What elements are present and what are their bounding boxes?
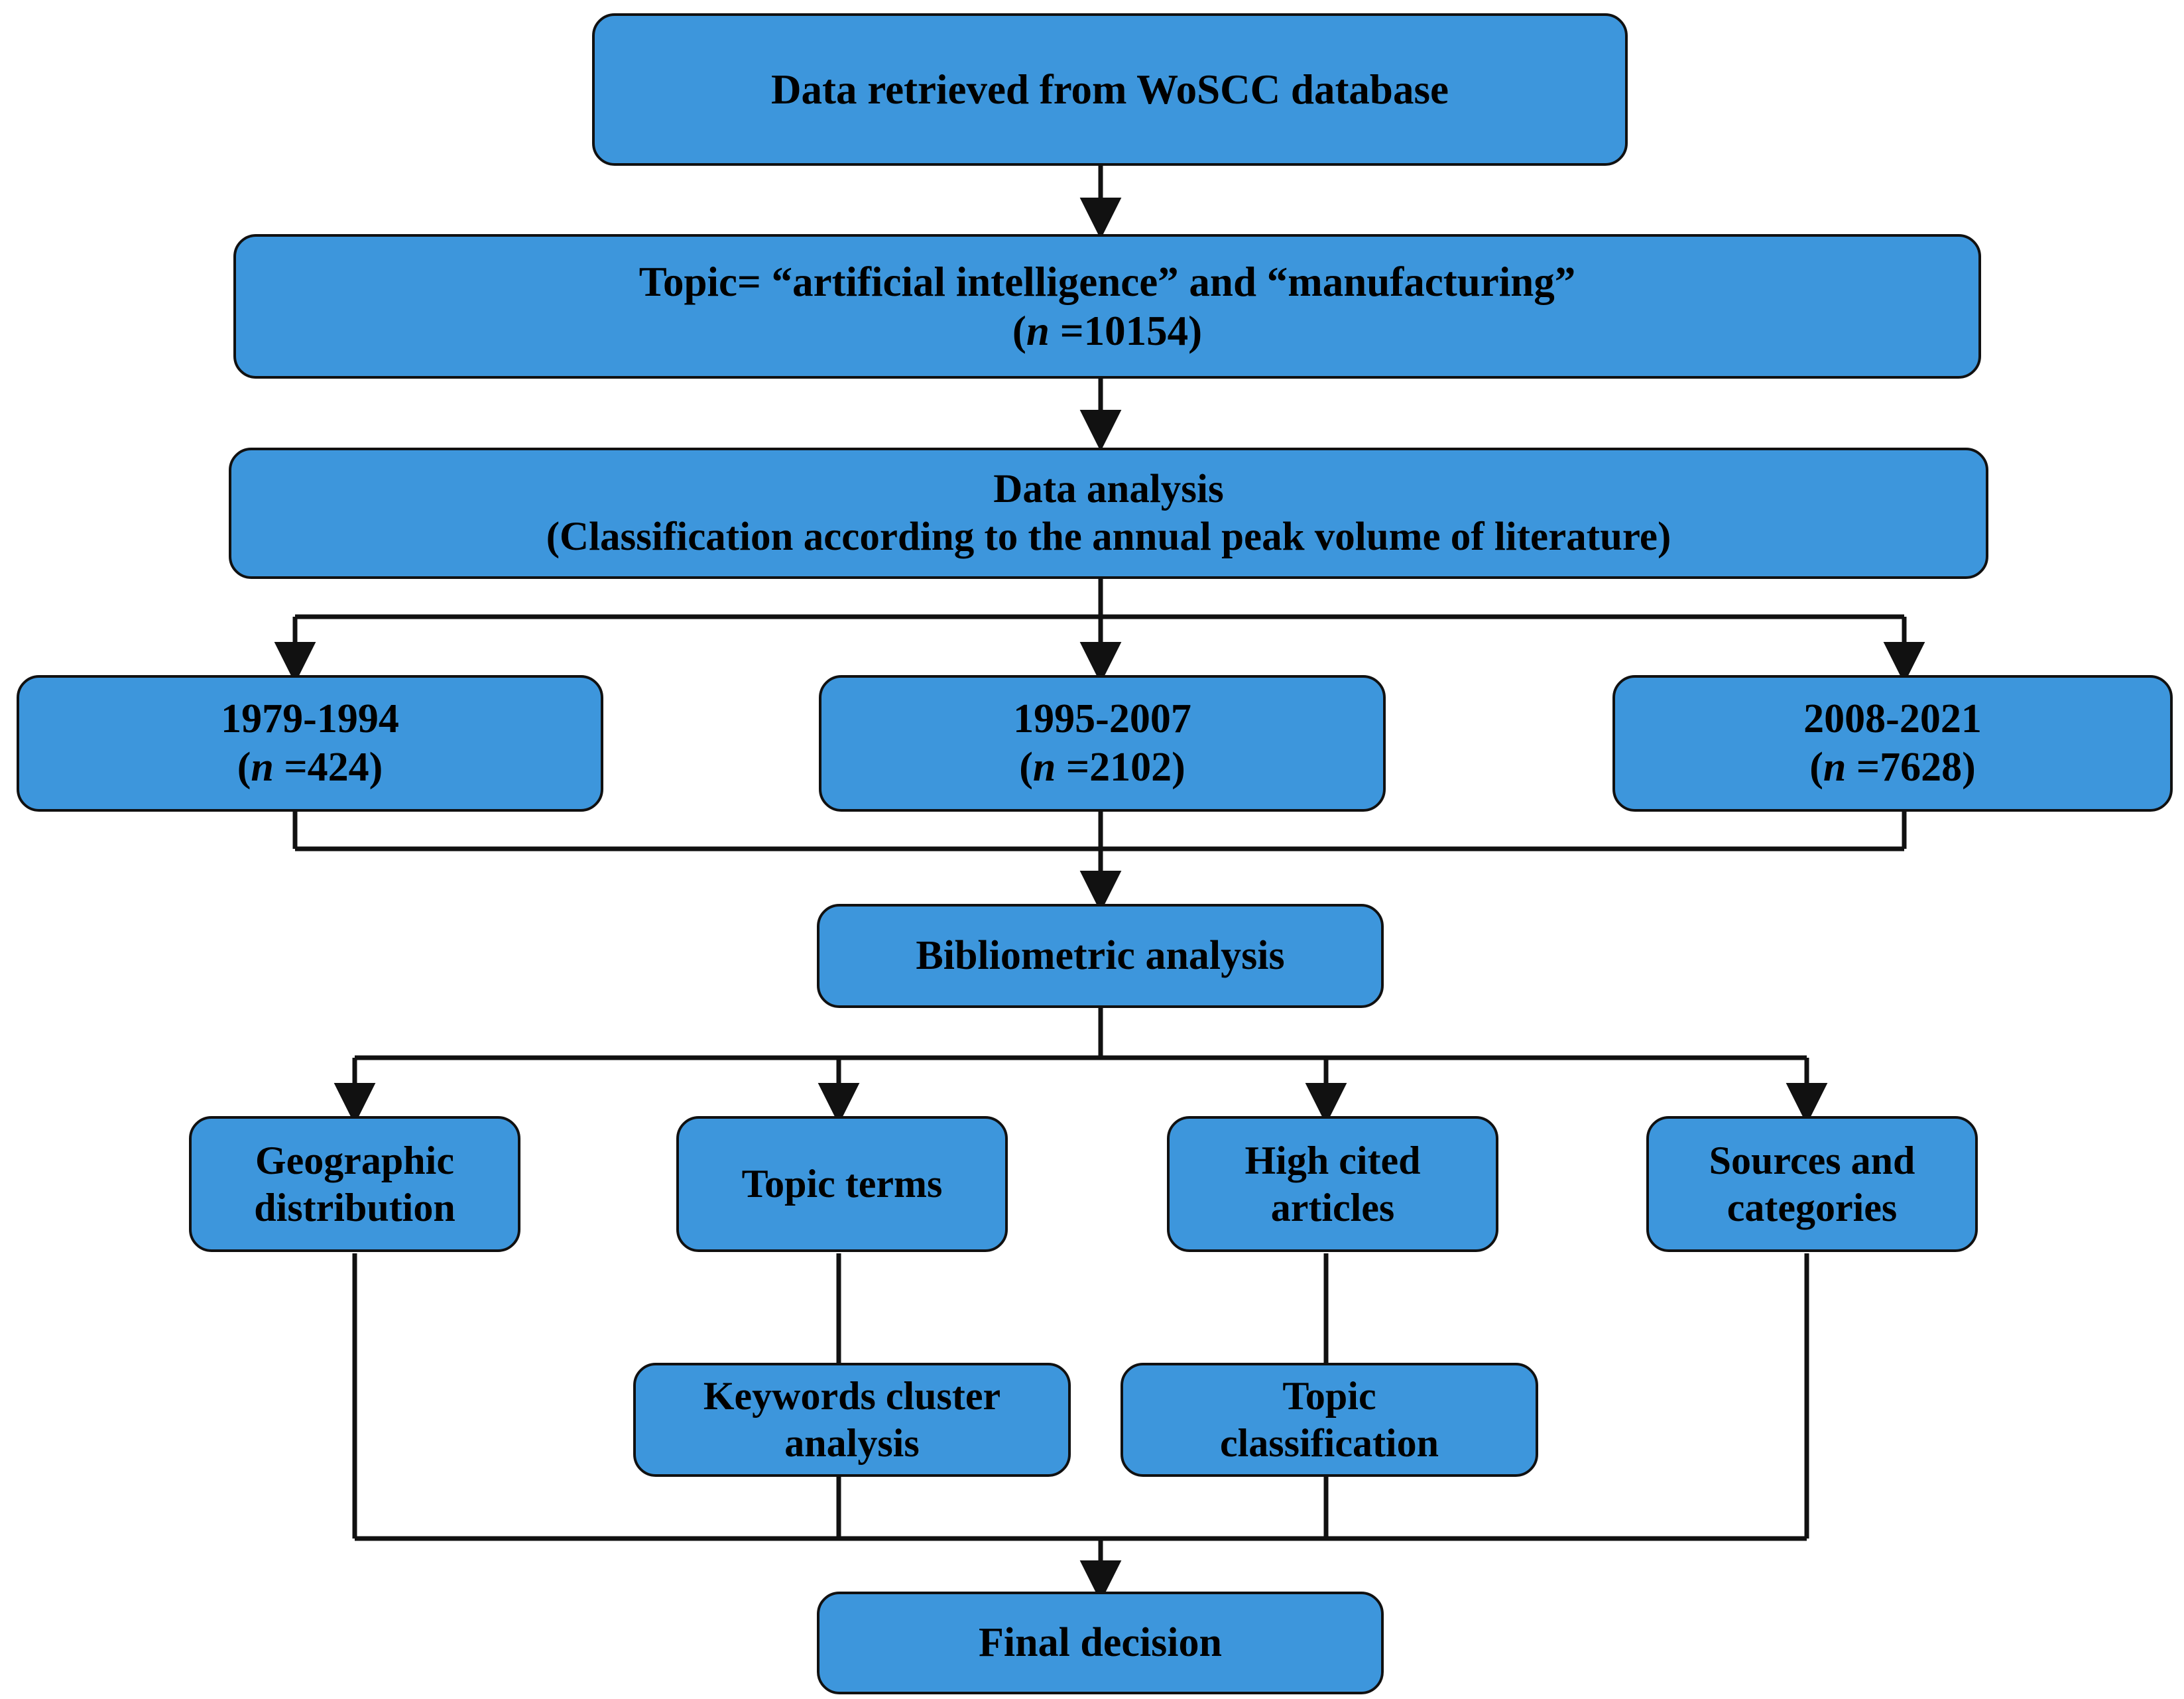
node-period-2008-2021: 2008-2021 (n =7628) <box>1612 675 2173 812</box>
node-final-decision-label: Final decision <box>979 1619 1222 1665</box>
node-analysis-label: Data analysis (Classification according … <box>546 467 1671 559</box>
node-geographic-distribution-label: Geographic distribution <box>254 1138 455 1229</box>
node-topic-classification-label: Topic classification <box>1220 1374 1439 1465</box>
node-topic: Topic= “artificial intelligence” and “ma… <box>233 234 1981 379</box>
node-topic-terms-label: Topic terms <box>741 1162 943 1206</box>
node-bibliometric-analysis-label: Bibliometric analysis <box>916 932 1285 978</box>
node-topic-label: Topic= “artificial intelligence” and “ma… <box>638 258 1576 354</box>
node-high-cited-articles: High cited articles <box>1167 1116 1498 1252</box>
node-bibliometric-analysis: Bibliometric analysis <box>817 904 1384 1008</box>
node-period-1995-2007: 1995-2007 (n =2102) <box>819 675 1386 812</box>
node-topic-classification: Topic classification <box>1121 1363 1538 1477</box>
node-period-1979-1994-label: 1979-1994 (n =424) <box>221 696 399 790</box>
node-keywords-cluster-analysis-label: Keywords cluster analysis <box>703 1374 1001 1465</box>
node-analysis: Data analysis (Classification according … <box>229 448 1988 579</box>
node-geographic-distribution: Geographic distribution <box>189 1116 520 1252</box>
node-final-decision: Final decision <box>817 1592 1384 1694</box>
node-sources-and-categories: Sources and categories <box>1646 1116 1978 1252</box>
node-sources-and-categories-label: Sources and categories <box>1709 1138 1915 1229</box>
node-period-2008-2021-label: 2008-2021 (n =7628) <box>1803 696 1982 790</box>
node-source-label: Data retrieved from WoSCC database <box>771 66 1449 113</box>
node-keywords-cluster-analysis: Keywords cluster analysis <box>633 1363 1071 1477</box>
node-period-1979-1994: 1979-1994 (n =424) <box>17 675 603 812</box>
node-source: Data retrieved from WoSCC database <box>592 13 1628 166</box>
node-high-cited-articles-label: High cited articles <box>1244 1138 1421 1229</box>
node-period-1995-2007-label: 1995-2007 (n =2102) <box>1013 696 1191 790</box>
node-topic-terms: Topic terms <box>676 1116 1008 1252</box>
